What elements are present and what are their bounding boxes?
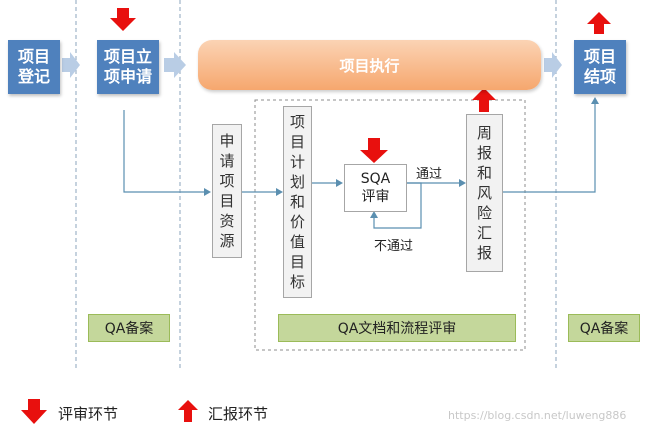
plan-char: 目	[289, 133, 305, 151]
execute-label: 项目执行	[339, 56, 400, 75]
report-char: 周	[476, 124, 492, 142]
review-arrow-sqa	[360, 138, 388, 163]
resource-box: 申 请 项 目 资 源	[212, 124, 242, 258]
resource-char: 目	[219, 192, 235, 210]
register-box: 项目 登记	[8, 40, 60, 94]
flow-arrow-1	[62, 52, 80, 78]
apply-box: 项目立 项申请	[97, 40, 159, 94]
plan-char: 划	[289, 173, 305, 191]
qa-record-left-label: QA备案	[104, 321, 154, 337]
flow-arrow-3	[544, 52, 562, 78]
resource-char: 项	[219, 172, 235, 190]
arrowhead	[459, 179, 466, 187]
execute-bar: 项目执行	[198, 40, 541, 90]
arrowhead	[591, 97, 599, 104]
plan-char: 值	[289, 233, 305, 251]
watermark-text: https://blog.csdn.net/luweng886	[448, 409, 627, 422]
resource-char: 资	[219, 212, 235, 230]
report-char: 风	[476, 184, 492, 202]
qa-record-right-label: QA备案	[579, 321, 629, 337]
pass-label: 通过	[416, 167, 443, 182]
qa-review-middle-label: QA文档和流程评审	[337, 321, 457, 337]
report-char: 汇	[476, 224, 492, 242]
edge-apply-to-resource	[123, 110, 204, 193]
legend-report-label: 汇报环节	[208, 405, 269, 423]
report-box: 周 报 和 风 险 汇 报	[466, 114, 503, 272]
plan-char: 计	[289, 153, 305, 171]
flow-arrow-2	[164, 52, 186, 78]
arrowhead	[336, 179, 343, 187]
legend-report-arrow	[178, 400, 198, 422]
legend-review-arrow	[21, 399, 47, 424]
plan-char: 项	[289, 113, 305, 131]
plan-char: 价	[289, 213, 305, 231]
sqa-box: SQA 评审	[344, 164, 407, 212]
register-line-2: 登记	[17, 67, 50, 86]
resource-char: 源	[219, 232, 235, 250]
report-arrow-close	[587, 12, 611, 34]
qa-record-right: QA备案	[568, 314, 640, 342]
plan-char: 目	[289, 253, 305, 271]
resource-char: 请	[219, 152, 235, 170]
register-line-1: 项目	[17, 47, 50, 66]
qa-record-left: QA备案	[88, 314, 170, 342]
report-char: 险	[476, 204, 492, 222]
arrowhead	[370, 211, 378, 218]
resource-char: 申	[219, 132, 235, 150]
close-box: 项目 结项	[574, 40, 626, 94]
close-line-2: 结项	[583, 67, 616, 86]
report-arrow-report	[472, 88, 496, 112]
sqa-line-1: SQA	[360, 171, 391, 187]
report-char: 和	[476, 164, 492, 182]
plan-char: 标	[289, 273, 305, 291]
close-line-1: 项目	[583, 47, 616, 66]
legend-review-label: 评审环节	[58, 405, 119, 423]
apply-line-1: 项目立	[103, 47, 152, 66]
arrowhead	[204, 188, 211, 196]
report-char: 报	[476, 244, 492, 262]
report-char: 报	[476, 144, 492, 162]
plan-box: 项 目 计 划 和 价 值 目 标	[283, 106, 312, 298]
apply-line-2: 项申请	[103, 67, 152, 86]
edge-report-to-close	[502, 102, 596, 193]
fail-label: 不通过	[374, 239, 414, 254]
arrowhead	[276, 188, 283, 196]
sqa-line-2: 评审	[361, 189, 390, 205]
qa-review-middle: QA文档和流程评审	[278, 314, 516, 342]
execution-frame	[254, 99, 526, 351]
plan-char: 和	[289, 193, 305, 211]
review-arrow-apply	[110, 8, 136, 31]
